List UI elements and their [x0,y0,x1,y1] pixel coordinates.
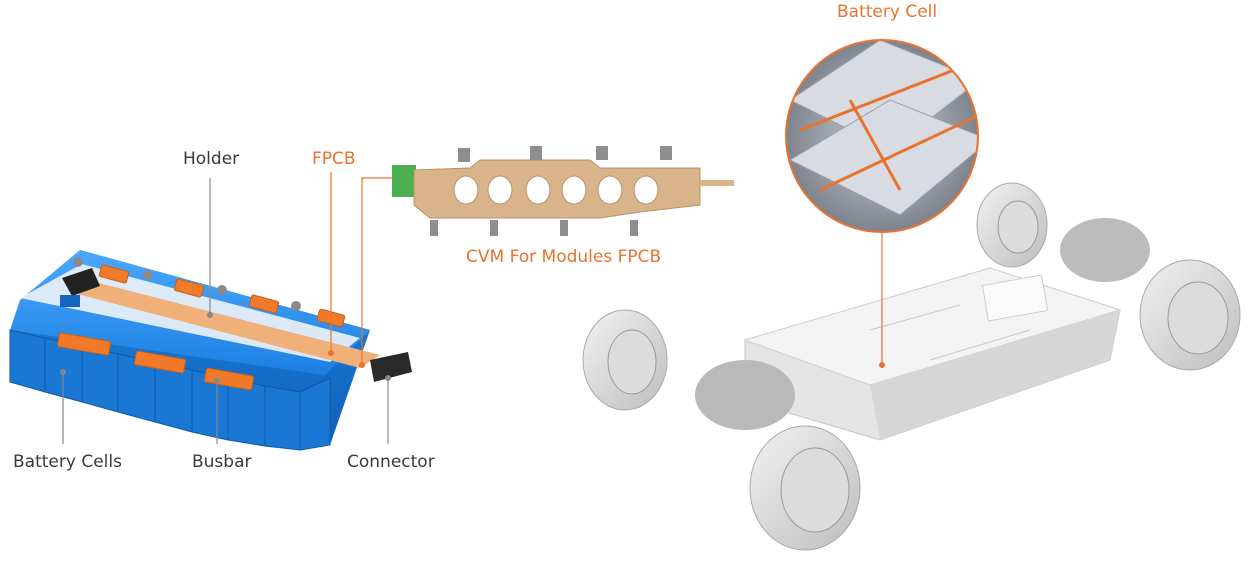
ev-chassis [582,182,1241,551]
battery-cell-label: Battery Cell [837,2,938,22]
battery-module [9,250,412,451]
cvm-fpcb-board [392,146,734,236]
fpcb-link-line [361,177,392,365]
holder-label: Holder [183,149,240,169]
fpcb-label: FPCB [312,149,356,169]
battery-cells-label: Battery Cells [13,452,122,472]
connector-label: Connector [347,452,435,472]
busbar-label: Busbar [192,452,252,472]
cvm-fpcb-label: CVM For Modules FPCB [466,247,662,267]
battery-cell-zoom [785,39,979,233]
